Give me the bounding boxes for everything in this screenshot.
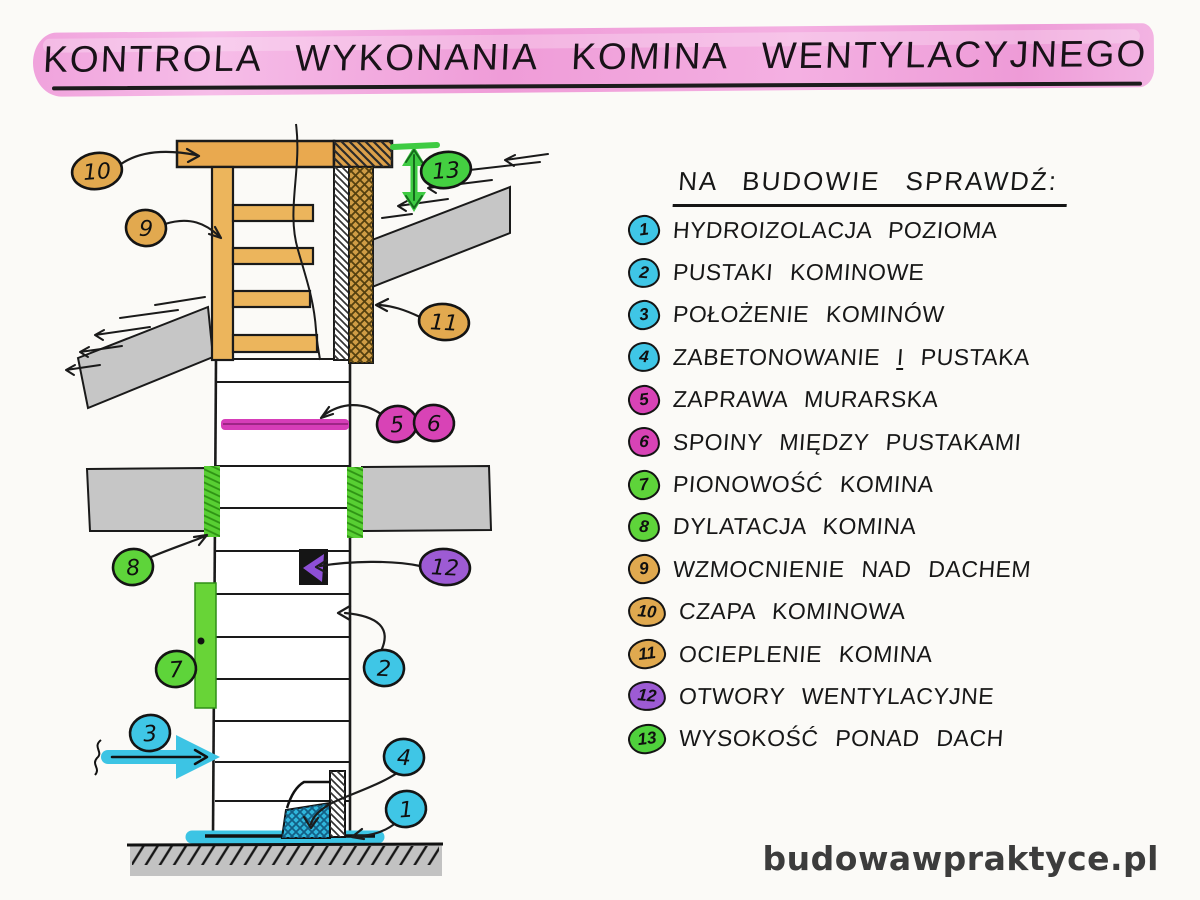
callout-badge-3 — [128, 713, 172, 753]
chimney-shaft — [211, 358, 352, 837]
item-label: WYSOKOŚĆ PONAD DACH — [678, 725, 1005, 752]
callout-badge-10 — [70, 151, 124, 191]
callout-number: 11 — [429, 310, 458, 336]
callout-badge-2 — [362, 648, 406, 688]
item-number-badge: 10 — [626, 595, 668, 629]
callout-number: 12 — [430, 555, 459, 581]
callout-badge-4 — [382, 737, 426, 777]
callout-number: 9 — [138, 217, 153, 243]
checklist-item-3: 3 POŁOŻENIE KOMINÓW — [626, 294, 1188, 336]
item-number-badge: 7 — [626, 467, 662, 502]
callout-badge-8 — [111, 547, 155, 587]
item-label: OCIEPLENIE KOMINA — [678, 640, 934, 667]
reinforcement-ladder — [210, 165, 319, 362]
callout-badge-7 — [154, 649, 198, 689]
item-label: OTWORY WENTYLACYJNE — [678, 682, 996, 709]
checklist-item-11: 11 OCIEPLENIE KOMINA — [626, 633, 1188, 675]
item-number-badge: 12 — [626, 679, 668, 714]
item-number-badge: 13 — [626, 721, 668, 757]
item-number-badge: 2 — [626, 256, 662, 289]
checklist-item-4: 4 ZABETONOWANIE I PUSTAKA — [626, 336, 1188, 378]
checklist-item-12: 12 OTWORY WENTYLACYJNE — [626, 675, 1188, 717]
callout-badge-9 — [124, 208, 168, 248]
chimney-cap — [175, 139, 394, 169]
callout-badge-11 — [417, 302, 471, 342]
callout-arrows — [119, 147, 422, 841]
callout-number: 2 — [376, 657, 391, 683]
item-label: HYDROIZOLACJA POZIOMA — [672, 216, 999, 243]
item-number-badge: 5 — [626, 382, 662, 417]
callout-number: 10 — [82, 159, 112, 186]
spirit-level — [194, 582, 217, 709]
checklist-header: NA BUDOWIE SPRAWDŹ: — [672, 166, 1070, 207]
item-label: POŁOŻENIE KOMINÓW — [672, 301, 946, 328]
item-label: DYLATACJA KOMINA — [672, 513, 918, 540]
item-label: CZAPA KOMINOWA — [678, 598, 907, 625]
item-number-badge: 4 — [626, 341, 662, 374]
callout-number: 8 — [125, 556, 141, 582]
checklist-item-2: 2 PUSTAKI KOMINOWE — [626, 251, 1188, 293]
item-label: WZMOCNIENIE NAD DACHEM — [672, 555, 1033, 582]
checklist-item-6: 6 SPOINY MIĘDZY PUSTAKAMI — [626, 421, 1188, 463]
item-label: SPOINY MIĘDZY PUSTAKAMI — [672, 428, 1023, 455]
item-label: PIONOWOŚĆ KOMINA — [672, 471, 935, 498]
callout-badge-12 — [418, 547, 472, 587]
item-label: ZABETONOWANIE I PUSTAKA — [672, 343, 1031, 370]
vent-opening — [299, 549, 328, 585]
item-number-badge: 6 — [626, 425, 662, 459]
checklist-item-9: 9 WZMOCNIENIE NAD DACHEM — [626, 548, 1188, 590]
break-line — [292, 123, 321, 361]
callout-badge-1 — [384, 789, 428, 829]
callout-number: 6 — [426, 412, 441, 438]
callout-number: 4 — [396, 746, 411, 772]
callout-badge-6 — [412, 403, 456, 443]
item-label: ZAPRAWA MURARSKA — [672, 386, 940, 413]
height-measure-arrow — [390, 142, 440, 212]
checklist-item-7: 7 PIONOWOŚĆ KOMINA — [626, 463, 1188, 505]
callout-number: 1 — [398, 798, 414, 824]
expansion-joint-strips — [204, 466, 363, 538]
mortar-joint-highlight — [221, 419, 349, 430]
position-arrow — [94, 735, 220, 779]
item-number-badge: 9 — [626, 552, 662, 587]
checklist-item-8: 8 DYLATACJA KOMINA — [626, 506, 1188, 548]
checklist-item-5: 5 ZAPRAWA MURARSKA — [626, 379, 1188, 421]
callout-number: 13 — [431, 158, 461, 185]
site-watermark: budowawpraktyce.pl — [762, 839, 1159, 878]
item-number-badge: 3 — [626, 298, 662, 332]
page-title: KONTROLA WYKONANIA KOMINA WENTYLACYJNEGO — [42, 33, 1149, 80]
checklist: 1 HYDROIZOLACJA POZIOMA 2 PUSTAKI KOMINOWE 3… — [626, 209, 1188, 760]
callout-badge-13 — [419, 150, 473, 190]
checklist-item-1: 1 HYDROIZOLACJA POZIOMA — [626, 209, 1188, 251]
item-label: PUSTAKI KOMINOWE — [672, 259, 926, 286]
item-number-badge: 11 — [626, 636, 668, 672]
floor-slab — [85, 464, 493, 533]
item-number-badge: 1 — [626, 213, 662, 248]
ground — [126, 842, 444, 876]
insulation-layer — [333, 166, 374, 364]
checklist-item-10: 10 CZAPA KOMINOWA — [626, 591, 1188, 633]
callout-number: 7 — [168, 658, 184, 684]
callout-number: 3 — [142, 722, 158, 748]
callout-number: 5 — [389, 413, 405, 439]
checklist-item-13: 13 WYSOKOŚĆ PONAD DACH — [626, 718, 1188, 760]
item-number-badge: 8 — [626, 510, 662, 544]
